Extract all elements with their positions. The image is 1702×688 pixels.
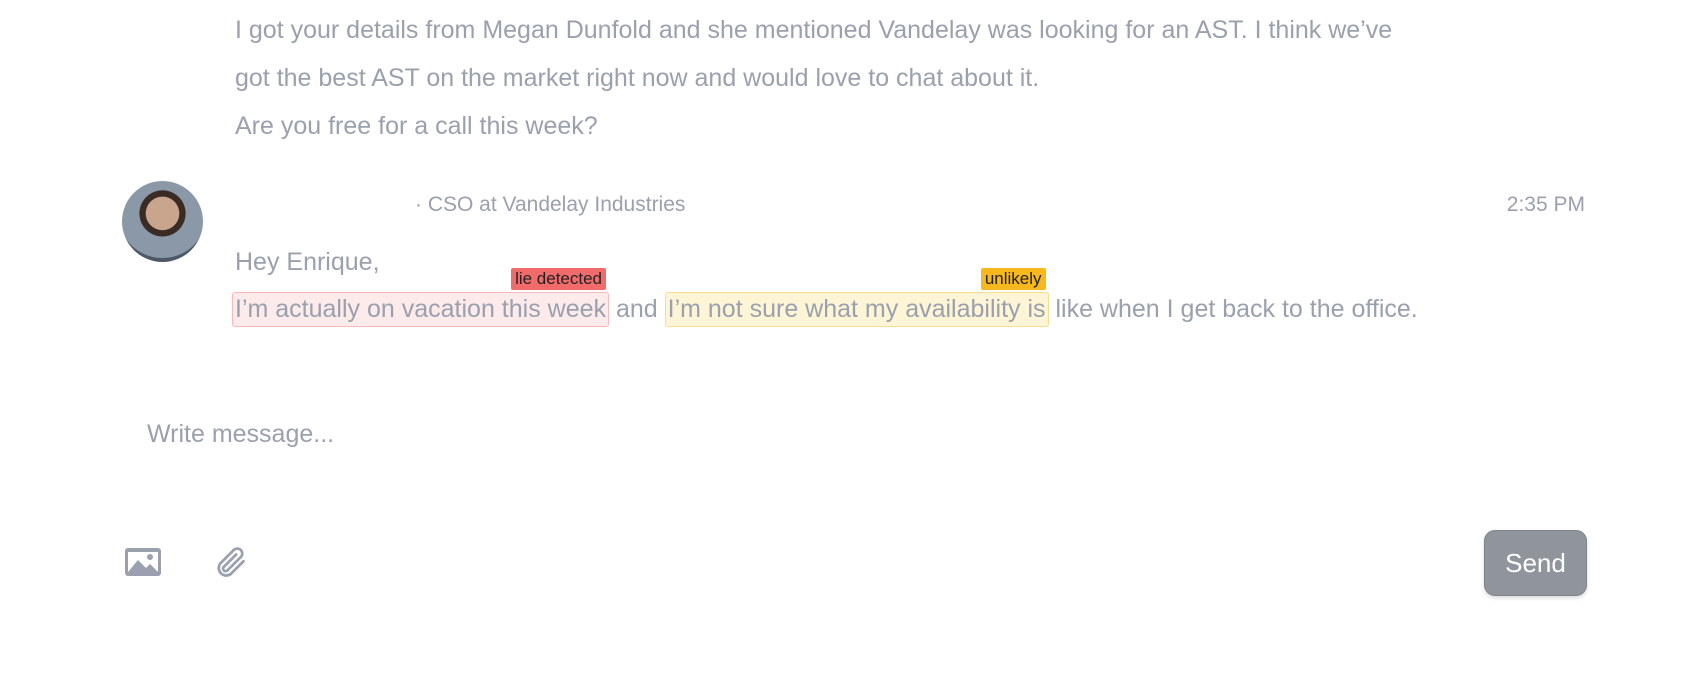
highlight-text: I’m actually on vacation this week	[235, 295, 607, 323]
message-line: got the best AST on the market right now…	[235, 64, 1040, 92]
message-line: I got your details from Megan Dunfold an…	[235, 16, 1393, 44]
lie-highlight[interactable]: I’m actually on vacation this week lie de…	[232, 268, 610, 327]
unlikely-highlight[interactable]: I’m not sure what my availability is unli…	[664, 268, 1049, 327]
reply-body: I’m actually on vacation this week lie de…	[232, 268, 1418, 327]
lie-detected-badge: lie detected	[511, 268, 607, 290]
send-button[interactable]: Send	[1484, 530, 1587, 596]
unlikely-badge: unlikely	[980, 268, 1046, 290]
paperclip-icon[interactable]	[212, 544, 248, 585]
message-input[interactable]: Write message...	[147, 420, 335, 448]
highlight-text: I’m not sure what my availability is	[667, 295, 1046, 323]
text-segment: like when I get back to the office.	[1048, 295, 1418, 323]
sender-role: · CSO at Vandelay Industries	[415, 193, 686, 216]
text-segment: and	[609, 295, 665, 323]
greeting: Hey Enrique,	[235, 248, 380, 276]
message-line: Are you free for a call this week?	[235, 112, 598, 140]
message-time: 2:35 PM	[1506, 193, 1585, 216]
avatar[interactable]	[122, 181, 203, 262]
image-icon[interactable]	[124, 546, 162, 583]
previous-message: I got your details from Megan Dunfold an…	[235, 6, 1392, 150]
